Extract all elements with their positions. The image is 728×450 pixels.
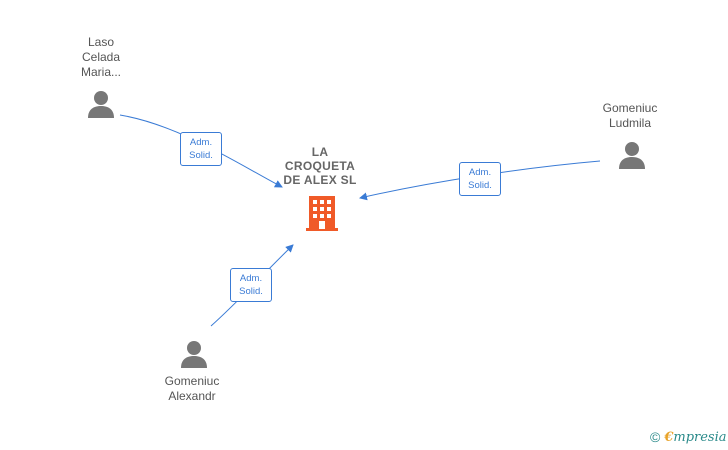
name-line: Alexandr	[168, 389, 216, 403]
person-icon[interactable]	[616, 139, 648, 171]
role-badge-alexandr[interactable]: Adm. Solid.	[230, 268, 272, 302]
name-line: Gomeniuc	[602, 101, 658, 115]
company-name[interactable]: LA CROQUETA DE ALEX SL	[265, 145, 375, 187]
role-line: Solid.	[189, 150, 213, 161]
person-icon[interactable]	[178, 338, 210, 370]
person-name-alexandr[interactable]: Gomeniuc Alexandr	[132, 374, 252, 404]
person-name-laso[interactable]: Laso Celada Maria...	[41, 35, 161, 80]
role-badge-ludmila[interactable]: Adm. Solid.	[459, 162, 501, 196]
role-line: Solid.	[239, 286, 263, 297]
company-name-line: DE ALEX SL	[283, 173, 357, 187]
company-name-line: LA	[311, 145, 329, 159]
name-line: Laso	[87, 35, 115, 49]
brand-watermark: © €mpresia	[650, 429, 727, 445]
role-line: Solid.	[468, 180, 492, 191]
copyright-symbol: ©	[650, 429, 661, 445]
company-name-line: CROQUETA	[284, 159, 356, 173]
name-line: Ludmila	[608, 116, 652, 130]
name-line: Gomeniuc	[164, 374, 220, 388]
name-line: Maria...	[80, 65, 121, 79]
person-icon[interactable]	[85, 88, 117, 120]
role-line: Adm.	[239, 273, 263, 284]
brand-logo-initial: €	[664, 429, 674, 445]
person-name-ludmila[interactable]: Gomeniuc Ludmila	[570, 101, 690, 131]
role-badge-laso[interactable]: Adm. Solid.	[180, 132, 222, 166]
building-icon[interactable]	[305, 195, 339, 231]
name-line: Celada	[81, 50, 121, 64]
brand-logo-rest: mpresia	[673, 429, 727, 445]
role-line: Adm.	[189, 137, 213, 148]
brand-logo: €mpresia	[664, 430, 726, 445]
role-line: Adm.	[468, 167, 492, 178]
